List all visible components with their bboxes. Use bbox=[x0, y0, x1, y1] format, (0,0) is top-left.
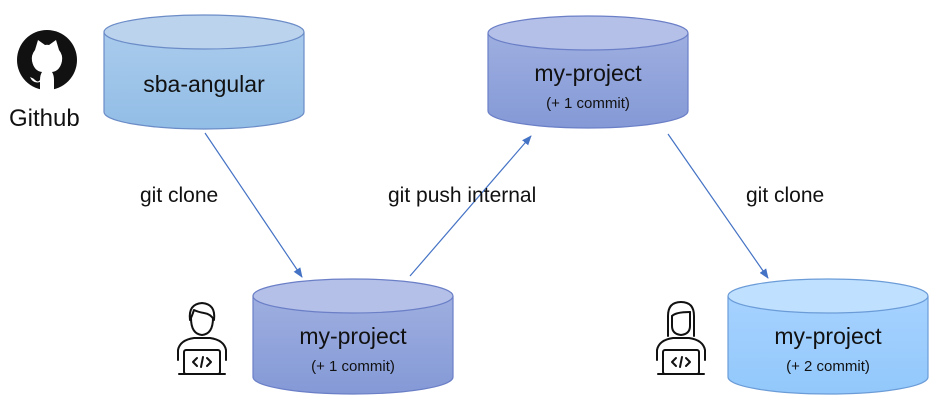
dev1-repo-subtitle: (+ 1 commit) bbox=[311, 358, 395, 375]
clone-1-label: git clone bbox=[140, 184, 218, 207]
internal-repo-subtitle: (+ 1 commit) bbox=[546, 95, 630, 112]
internal-repo-title: my-project bbox=[534, 60, 642, 86]
push-internal-arrow bbox=[409, 135, 532, 277]
developer-woman-laptop-icon bbox=[656, 301, 706, 375]
developer-man-laptop-icon bbox=[177, 302, 227, 375]
origin-repo-title: sba-angular bbox=[143, 71, 265, 97]
dev2-repo-cylinder: my-project (+ 2 commit) bbox=[727, 278, 929, 395]
clone-2-arrow bbox=[667, 133, 769, 279]
clone-2-label: git clone bbox=[746, 184, 824, 207]
clone-1-arrow bbox=[204, 132, 303, 278]
push-internal-label: git push internal bbox=[388, 184, 536, 207]
github-label: Github bbox=[9, 105, 80, 132]
internal-repo-cylinder: my-project (+ 1 commit) bbox=[487, 15, 689, 129]
dev1-repo-cylinder: my-project (+ 1 commit) bbox=[252, 278, 454, 395]
origin-repo-cylinder: sba-angular bbox=[103, 14, 305, 130]
dev2-repo-title: my-project bbox=[774, 323, 882, 349]
dev2-repo-subtitle: (+ 2 commit) bbox=[786, 358, 870, 375]
dev1-repo-title: my-project bbox=[299, 323, 407, 349]
github-octocat-icon bbox=[17, 30, 77, 91]
